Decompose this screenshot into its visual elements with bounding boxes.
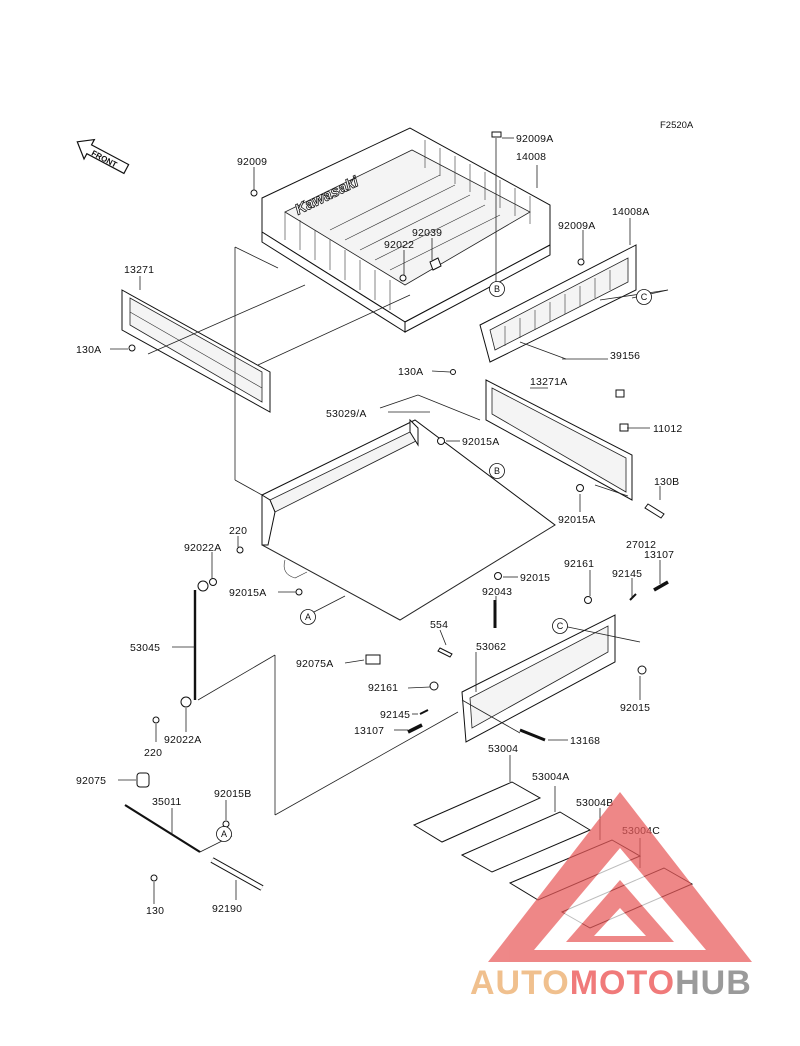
label-53029a: 53029/A bbox=[326, 408, 367, 420]
label-92015b: 92015B bbox=[214, 788, 251, 800]
label-92009a-right: 92009A bbox=[558, 220, 595, 232]
svg-text:B: B bbox=[494, 284, 500, 294]
label-92015a-mid: 92015A bbox=[558, 514, 595, 526]
label-13271: 13271 bbox=[124, 264, 154, 276]
hardware bbox=[128, 131, 669, 882]
label-14008: 14008 bbox=[516, 151, 546, 163]
pin-92190 bbox=[210, 857, 264, 891]
callout-c-lower: C bbox=[552, 618, 568, 634]
svg-text:A: A bbox=[305, 612, 311, 622]
label-11012: 11012 bbox=[653, 423, 682, 435]
label-92015-center: 92015 bbox=[520, 572, 550, 584]
svg-text:A: A bbox=[221, 829, 227, 839]
front-arrow-icon: FRONT bbox=[76, 138, 130, 175]
label-130: 130 bbox=[146, 905, 164, 917]
label-53004a: 53004A bbox=[532, 771, 569, 783]
right-side-panel bbox=[485, 379, 633, 501]
watermark-part-auto: AUTO bbox=[470, 964, 570, 1002]
label-13107-right: 13107 bbox=[644, 549, 674, 561]
label-53004b: 53004B bbox=[576, 797, 613, 809]
svg-text:C: C bbox=[641, 292, 648, 302]
label-92145-left: 92145 bbox=[380, 709, 410, 721]
label-39156: 39156 bbox=[610, 350, 640, 362]
label-92022a-bottom: 92022A bbox=[164, 734, 201, 746]
label-92075a: 92075A bbox=[296, 658, 333, 670]
label-554: 554 bbox=[430, 619, 448, 631]
label-35011: 35011 bbox=[152, 796, 181, 808]
label-130b: 130B bbox=[654, 476, 679, 488]
label-92043: 92043 bbox=[482, 586, 512, 598]
label-92145-right: 92145 bbox=[612, 568, 642, 580]
label-92009a-top: 92009A bbox=[516, 133, 553, 145]
label-130a-left: 130A bbox=[76, 344, 101, 356]
label-92015a-top: 92015A bbox=[462, 436, 499, 448]
label-53004: 53004 bbox=[488, 743, 518, 755]
label-13107-left: 13107 bbox=[354, 725, 384, 737]
label-130a-mid: 130A bbox=[398, 366, 423, 378]
label-92039: 92039 bbox=[412, 227, 442, 239]
svg-text:C: C bbox=[557, 621, 564, 631]
support-rod bbox=[180, 580, 209, 708]
svg-text:B: B bbox=[494, 466, 500, 476]
cargo-bed-frame bbox=[261, 418, 556, 621]
callout-a-upper: A bbox=[300, 609, 316, 625]
label-92161-right: 92161 bbox=[564, 558, 594, 570]
label-13271a: 13271A bbox=[530, 376, 567, 388]
watermark-part-hub: HUB bbox=[675, 964, 752, 1002]
left-side-panel bbox=[121, 289, 271, 413]
callout-a-lower: A bbox=[216, 826, 232, 842]
watermark-logo-icon bbox=[488, 792, 752, 962]
label-92022: 92022 bbox=[384, 239, 414, 251]
watermark-part-moto: MOTO bbox=[569, 964, 676, 1002]
rear-gate bbox=[461, 614, 616, 743]
tailgate-panel bbox=[479, 244, 637, 363]
diagram-code: F2520A bbox=[660, 120, 694, 131]
label-92015-right: 92015 bbox=[620, 702, 650, 714]
label-220-bottom: 220 bbox=[144, 747, 162, 759]
label-92022a-top: 92022A bbox=[184, 542, 221, 554]
watermark-brand: AUTOMOTOHUB bbox=[470, 964, 800, 1004]
label-92161-left: 92161 bbox=[368, 682, 398, 694]
leader-lines bbox=[110, 137, 669, 904]
hinge-rod bbox=[124, 772, 201, 853]
part-labels: 92009 92009A 14008 92009A 14008A 92039 9… bbox=[76, 133, 682, 917]
label-92190: 92190 bbox=[212, 903, 242, 915]
label-92009: 92009 bbox=[237, 156, 267, 168]
label-220-top: 220 bbox=[229, 525, 247, 537]
label-27012: 27012 bbox=[626, 539, 656, 551]
label-53062: 53062 bbox=[476, 641, 506, 653]
label-92015a-left: 92015A bbox=[229, 587, 266, 599]
label-92075: 92075 bbox=[76, 775, 106, 787]
label-13168: 13168 bbox=[570, 735, 600, 747]
callout-b-upper: B bbox=[489, 281, 505, 297]
cargo-bed-liner: Kawasaki bbox=[261, 127, 551, 333]
label-14008a: 14008A bbox=[612, 206, 649, 218]
callout-c-upper: C bbox=[636, 289, 652, 305]
callout-b-lower: B bbox=[489, 463, 505, 479]
label-53045: 53045 bbox=[130, 642, 160, 654]
